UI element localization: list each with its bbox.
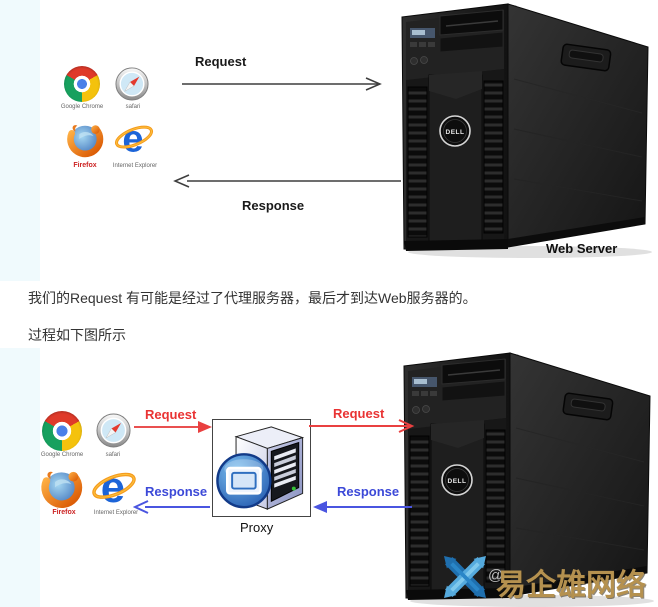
paragraph-proxy-explanation: 我们的Request 有可能是经过了代理服务器，最后才到达Web服务器的。 <box>28 290 477 306</box>
request-label-left: Request <box>145 407 197 422</box>
proxy-box <box>212 419 311 517</box>
watermark-site-name: 易企雄网络 <box>496 569 646 602</box>
ie-label: Internet Explorer <box>93 510 139 516</box>
chrome-browser-icon <box>42 411 82 451</box>
web-server-image-top <box>390 1 656 259</box>
watermark-at-glyph: @ <box>488 567 504 584</box>
chrome-label: Google Chrome <box>40 452 84 458</box>
chrome-browser-icon <box>64 66 100 102</box>
internet-explorer-browser-icon <box>90 464 138 512</box>
left-margin-strip-bottom <box>0 348 40 607</box>
safari-label: safari <box>125 104 141 110</box>
paragraph-see-figure: 过程如下图所示 <box>28 327 126 343</box>
crossed-arrows-x-logo-icon <box>442 556 488 598</box>
safari-browser-icon <box>115 67 149 101</box>
response-arrow-top <box>173 174 401 188</box>
request-label-top: Request <box>195 54 247 69</box>
safari-label: safari <box>105 452 121 458</box>
response-label-top: Response <box>242 198 305 213</box>
internet-explorer-browser-icon <box>113 118 155 160</box>
proxy-server-icon <box>214 421 309 515</box>
response-label-right: Response <box>337 484 400 499</box>
firefox-label: Firefox <box>73 162 97 169</box>
proxy-caption: Proxy <box>240 520 274 535</box>
request-arrow-browsers-to-proxy <box>134 421 212 433</box>
response-label-left: Response <box>145 484 208 499</box>
firefox-browser-icon <box>66 121 104 159</box>
left-margin-strip-top <box>0 0 40 281</box>
firefox-label: Firefox <box>52 509 76 516</box>
watermark: @ 易企雄网络 <box>442 554 658 604</box>
response-arrow-proxy-to-browsers <box>133 500 210 514</box>
request-arrow-top <box>182 77 382 91</box>
response-arrow-server-to-proxy <box>313 501 412 513</box>
request-label-right: Request <box>333 406 385 421</box>
chrome-label: Google Chrome <box>60 104 104 110</box>
request-arrow-proxy-to-server <box>309 419 415 433</box>
safari-browser-icon <box>96 413 131 448</box>
firefox-browser-icon <box>40 467 83 510</box>
ie-label: Internet Explorer <box>112 163 158 169</box>
